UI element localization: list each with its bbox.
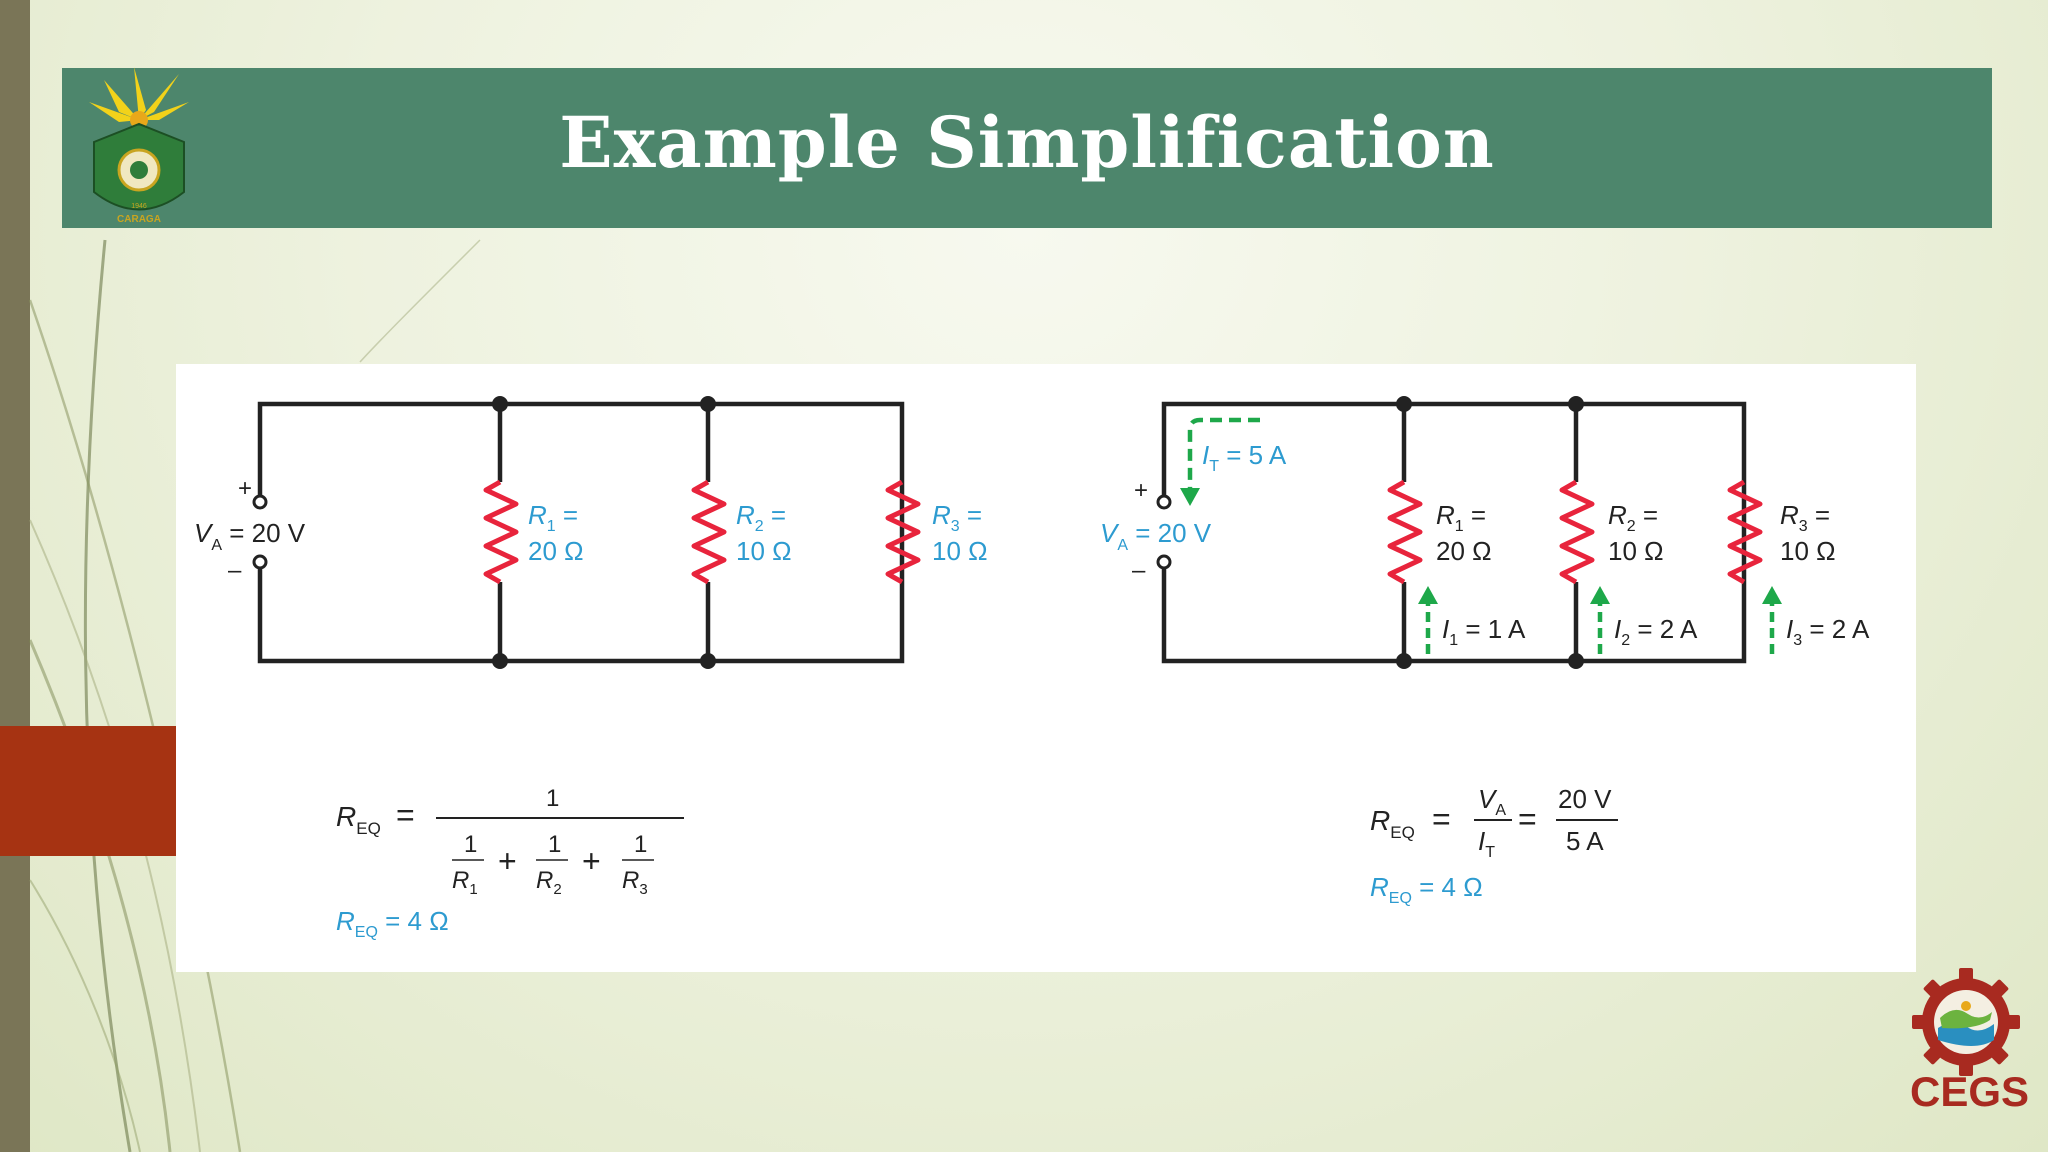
resistor-icon [1387,479,1423,585]
branch-current-arrows [1418,586,1782,654]
resistor-label: R1 = [1436,500,1486,535]
source-terminal-positive [252,494,268,510]
svg-text:R1: R1 [452,867,478,898]
source-voltage-label: VA = 20 V [194,518,306,554]
source-plus-sign: + [1134,477,1148,504]
resistor-label: R2 = [736,500,786,535]
svg-text:1: 1 [634,831,647,858]
svg-text:REQ: REQ [336,801,381,838]
resistor-value: 10 Ω [932,536,988,566]
svg-text:IT: IT [1478,826,1495,861]
caraga-university-logo: 1946 CARAGA [89,67,189,225]
diagram-panel: + – VA = 20 V R1 = 20 Ω R2 = 10 Ω R3 = 1… [176,364,1916,972]
svg-text:REQ = 4 Ω: REQ = 4 Ω [1370,872,1483,907]
logo-year-text: 1946 [131,203,147,210]
total-current-label: IT = 5 A [1202,440,1287,475]
svg-text:R2: R2 [536,867,562,898]
svg-text:=: = [396,797,415,833]
left-accent-strip [0,0,30,1152]
branch-current-label: I3 = 2 A [1786,614,1870,649]
source-terminal-negative [252,554,268,570]
red-accent-block [0,726,176,856]
branch-current-label: I1 = 1 A [1442,614,1526,649]
svg-text:1: 1 [546,785,559,812]
arrow-head-icon [1762,586,1782,604]
svg-text:+: + [582,843,601,879]
title-bar: Example Simplification [62,68,1992,228]
svg-text:+: + [498,843,517,879]
resistor-icon [691,479,727,585]
source-plus-sign: + [238,475,252,502]
resistor-icon [1727,479,1763,585]
resistor-icon [885,479,921,585]
source-minus-sign: – [1132,557,1146,584]
resistor-label: R3 = [1780,500,1830,535]
resistor-icon [1559,479,1595,585]
svg-text:REQ: REQ [1370,805,1415,842]
resistor-label: R2 = [1608,500,1658,535]
left-formula: REQ = 1 1 R1 + 1 R2 + 1 R3 REQ = 4 Ω [336,785,684,941]
right-circuit: + – VA = 20 V IT = 5 A R1 = 20 Ω R2 = 10… [1100,396,1870,907]
svg-text:=: = [1518,801,1537,837]
resistor-icon [483,479,519,585]
resistor-label: R3 = [932,500,982,535]
slide-title: Example Simplification [559,101,1495,184]
svg-text:VA: VA [1478,784,1506,819]
cegs-gear-logo [1912,968,2020,1076]
source-terminal-positive [1156,494,1172,510]
source-voltage-label: VA = 20 V [1100,518,1212,554]
total-current-arrow-icon [1187,417,1260,494]
right-formula: REQ = VA IT = 20 V 5 A REQ = 4 Ω [1370,784,1618,907]
sun-rays-icon [89,67,189,129]
circuit-diagrams: + – VA = 20 V R1 = 20 Ω R2 = 10 Ω R3 = 1… [194,396,1870,941]
resistor-value: 20 Ω [1436,536,1492,566]
right-junction-dots [1396,396,1584,669]
left-circuit: + – VA = 20 V R1 = 20 Ω R2 = 10 Ω R3 = 1… [194,396,988,941]
arrow-head-icon [1590,586,1610,604]
source-terminal-negative [1156,554,1172,570]
svg-text:R3: R3 [622,867,648,898]
cegs-logo-text: CEGS [1910,1068,2030,1115]
resistor-value: 20 Ω [528,536,584,566]
branch-current-label: I2 = 2 A [1614,614,1698,649]
svg-text:=: = [1432,801,1451,837]
svg-text:5 A: 5 A [1566,826,1604,856]
arrow-head-icon [1418,586,1438,604]
svg-text:REQ = 4 Ω: REQ = 4 Ω [336,906,449,941]
left-wires [257,401,905,664]
svg-text:1: 1 [548,831,561,858]
logo-caraga-text: CARAGA [117,214,161,225]
resistor-value: 10 Ω [1780,536,1836,566]
source-minus-sign: – [228,557,242,584]
left-junction-dots [492,396,716,669]
right-wires [1161,401,1747,664]
resistor-value: 10 Ω [1608,536,1664,566]
svg-text:1: 1 [464,831,477,858]
svg-text:20 V: 20 V [1558,784,1612,814]
resistor-value: 10 Ω [736,536,792,566]
arrow-head-icon [1180,488,1200,506]
resistor-label: R1 = [528,500,578,535]
